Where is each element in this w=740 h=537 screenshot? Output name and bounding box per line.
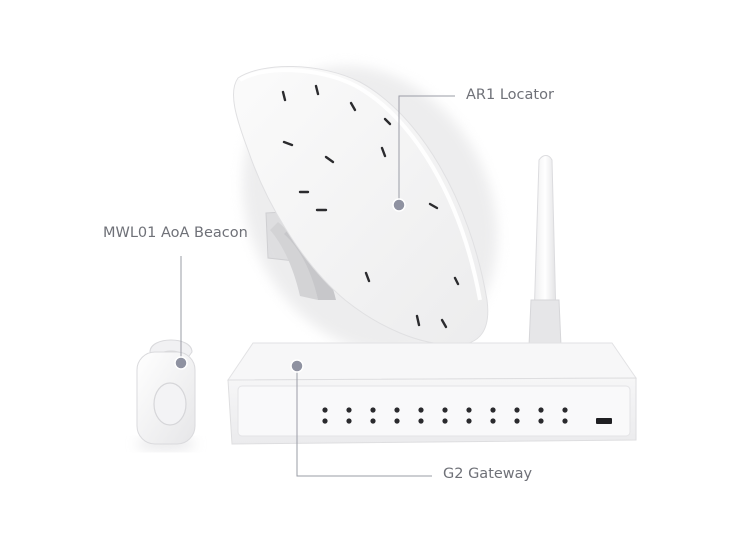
ar1-locator xyxy=(232,66,498,354)
port-hole xyxy=(538,418,544,424)
gateway-antenna xyxy=(528,155,562,347)
port-hole xyxy=(490,418,496,424)
port-hole xyxy=(370,418,376,424)
port-hole xyxy=(418,407,424,413)
port-hole xyxy=(322,418,328,424)
ar1-locator-label: AR1 Locator xyxy=(466,87,554,103)
port-hole xyxy=(514,407,520,413)
port-hole xyxy=(466,418,472,424)
port-hole xyxy=(346,407,352,413)
port-hole xyxy=(562,418,568,424)
port-hole xyxy=(394,418,400,424)
port-hole xyxy=(370,407,376,413)
beacon-button xyxy=(153,382,187,426)
port-hole xyxy=(442,418,448,424)
g2-gateway-label: G2 Gateway xyxy=(443,466,533,482)
beacon-callout-dot xyxy=(174,356,188,370)
gateway-callout-dot xyxy=(290,359,304,373)
mwl01-beacon-label: MWL01 AoA Beacon xyxy=(103,225,248,241)
gateway-callout-line xyxy=(296,366,432,477)
locator-callout-line xyxy=(398,95,455,205)
gateway-slot xyxy=(596,418,612,424)
gateway-top xyxy=(227,342,637,381)
port-hole xyxy=(418,418,424,424)
gateway-ports xyxy=(322,407,568,424)
port-hole xyxy=(490,407,496,413)
port-hole xyxy=(442,407,448,413)
port-hole xyxy=(538,407,544,413)
g2-gateway xyxy=(227,342,637,445)
port-hole xyxy=(466,407,472,413)
port-hole xyxy=(346,418,352,424)
callouts xyxy=(174,95,455,477)
mwl01-beacon xyxy=(136,339,196,450)
port-hole xyxy=(514,418,520,424)
port-hole xyxy=(322,407,328,413)
locator-slots xyxy=(281,84,460,329)
port-hole xyxy=(562,407,568,413)
locator-callout-dot xyxy=(392,198,406,212)
port-hole xyxy=(394,407,400,413)
